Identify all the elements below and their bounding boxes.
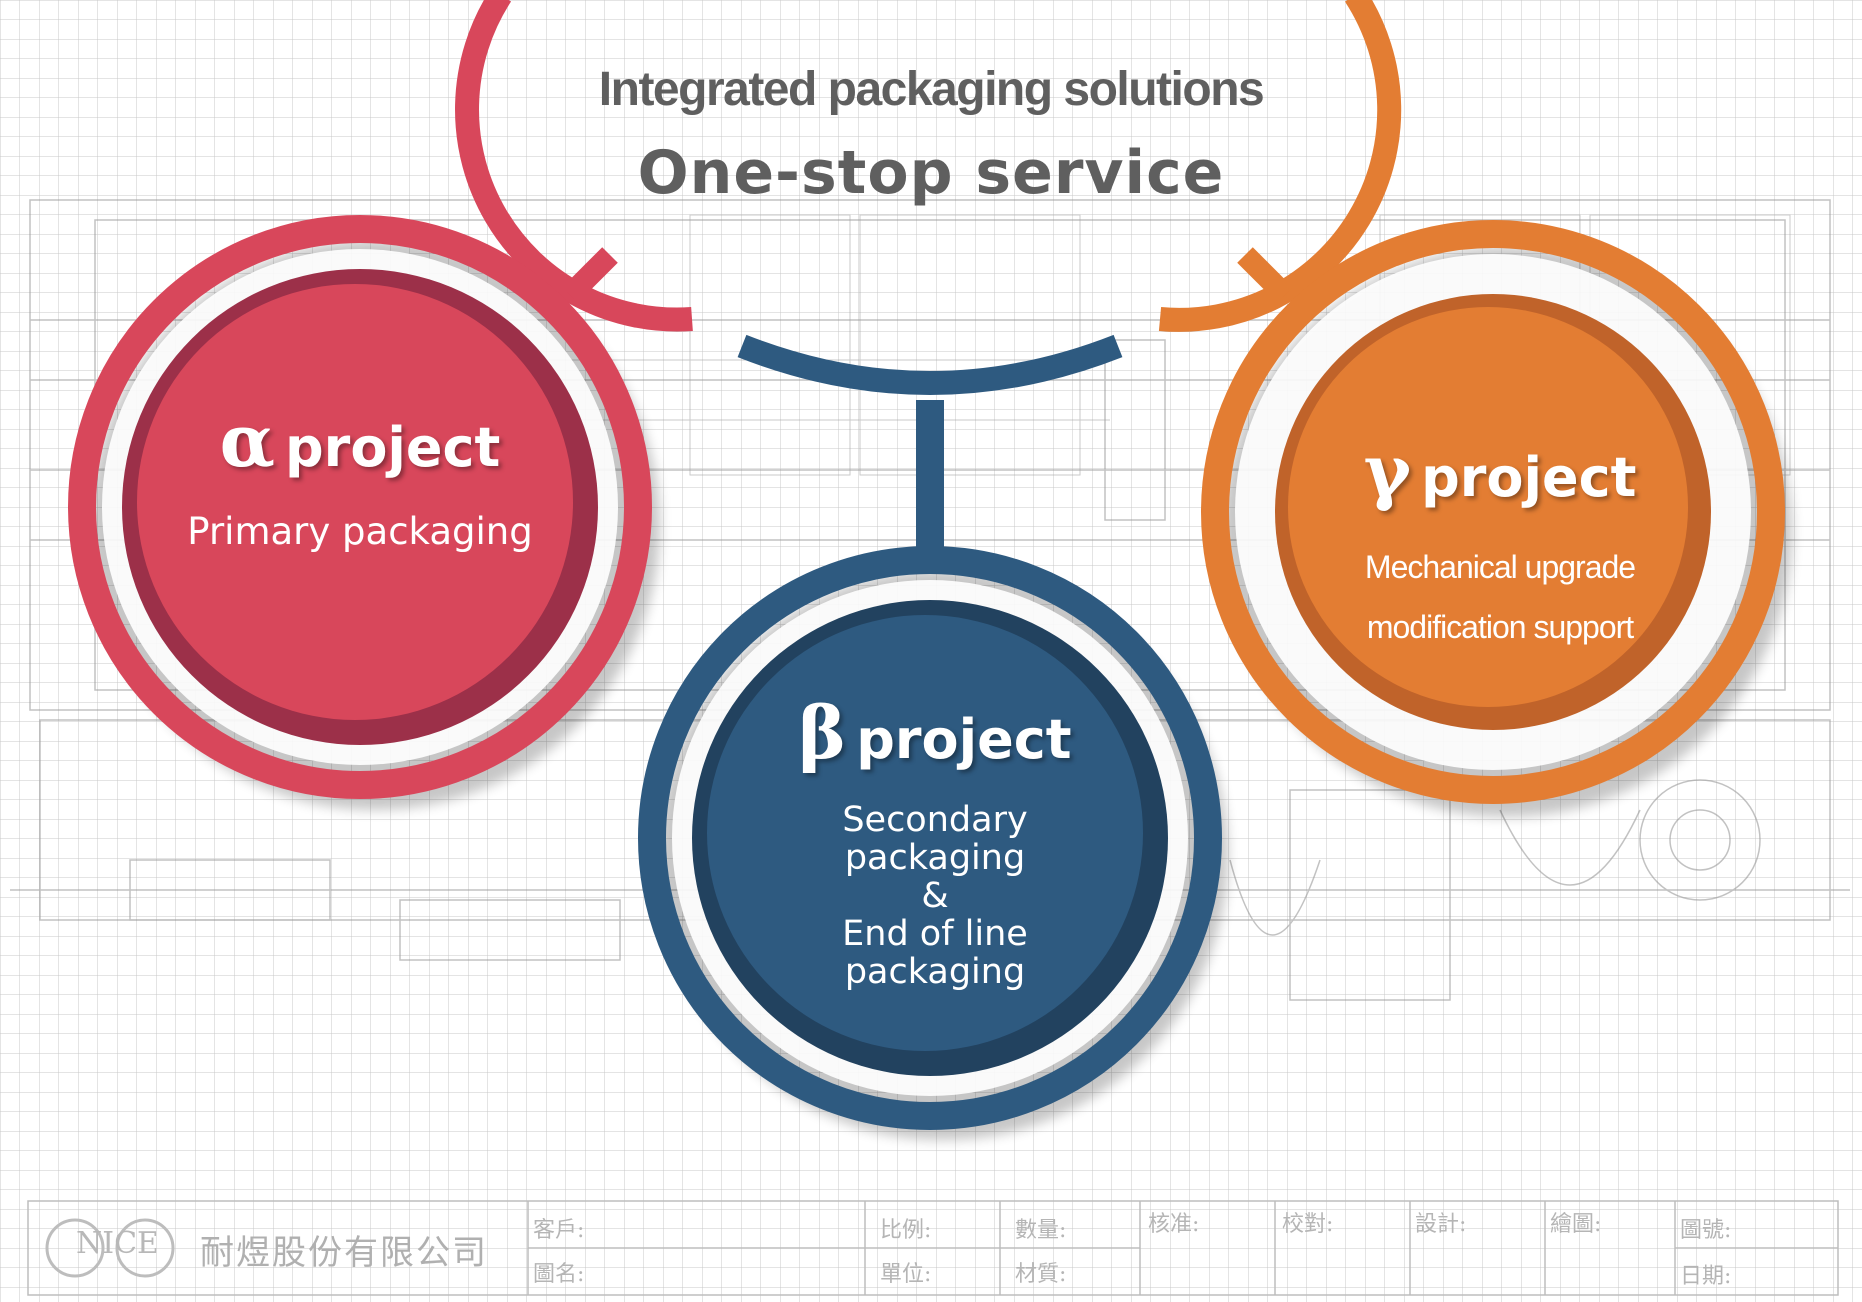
scale-label: 比例: — [880, 1218, 932, 1243]
alpha-project-subtitle: Primary packaging — [187, 510, 533, 553]
drawing-name-label: 圖名: — [533, 1262, 585, 1287]
date-label: 日期: — [1680, 1264, 1732, 1289]
heading-subtitle: One-stop service — [637, 138, 1225, 208]
alpha-project-name: project — [285, 416, 501, 479]
heading-title: Integrated packaging solutions — [598, 63, 1265, 116]
gamma-subtitle-line: Mechanical upgrade — [1364, 549, 1636, 585]
alpha-top-arc — [455, 0, 693, 332]
beta-inner-circle — [707, 615, 1143, 1051]
title-block-frame — [27, 1200, 1839, 1296]
beta-project-name: project — [856, 708, 1072, 771]
beta-subtitle-line: packaging — [844, 952, 1026, 992]
alpha-project-node — [68, 0, 693, 799]
beta-subtitle-line: & — [921, 876, 949, 916]
beta-project-node — [638, 334, 1222, 1130]
alpha-inner-circle — [137, 284, 573, 720]
alpha-symbol: α — [219, 398, 276, 483]
check-label: 校對: — [1282, 1212, 1334, 1237]
gamma-project-node — [1158, 0, 1785, 804]
beta-outer-ring — [638, 546, 1222, 1130]
gamma-inner-circle — [1288, 307, 1688, 707]
gamma-top-arc — [1158, 0, 1402, 332]
beta-top-arc — [737, 334, 1123, 395]
beta-subtitle-line: End of line — [842, 914, 1028, 954]
gamma-subtitle-line: modification support — [1366, 609, 1634, 645]
alpha-outer-ring — [68, 215, 652, 799]
customer-label: 客戶: — [533, 1218, 585, 1243]
alpha-connector — [562, 247, 618, 303]
gamma-outer-ring — [1201, 220, 1785, 804]
gamma-connector — [1237, 247, 1293, 303]
beta-symbol: β — [798, 690, 847, 775]
draw-label: 繪圖: — [1550, 1212, 1602, 1237]
drawing-no-label: 圖號: — [1680, 1218, 1732, 1243]
unit-label: 單位: — [880, 1262, 932, 1287]
beta-subtitle-line: packaging — [844, 838, 1026, 878]
gear-icon — [45, 1218, 175, 1278]
gamma-project-name: project — [1421, 446, 1637, 509]
material-label: 材質: — [1015, 1262, 1067, 1287]
gamma-project-subtitle: Mechanical upgrade modification support — [1275, 537, 1725, 657]
company-name: 耐煜股份有限公司 — [200, 1233, 488, 1273]
beta-subtitle-line: Secondary — [842, 800, 1028, 840]
company-logo: NICE — [76, 1226, 159, 1261]
beta-project-subtitle: Secondary packaging & End of line packag… — [710, 801, 1160, 991]
quantity-label: 數量: — [1015, 1218, 1067, 1243]
approve-label: 核准: — [1148, 1212, 1200, 1237]
gamma-symbol: γ — [1363, 428, 1412, 513]
design-label: 設計: — [1415, 1212, 1467, 1237]
